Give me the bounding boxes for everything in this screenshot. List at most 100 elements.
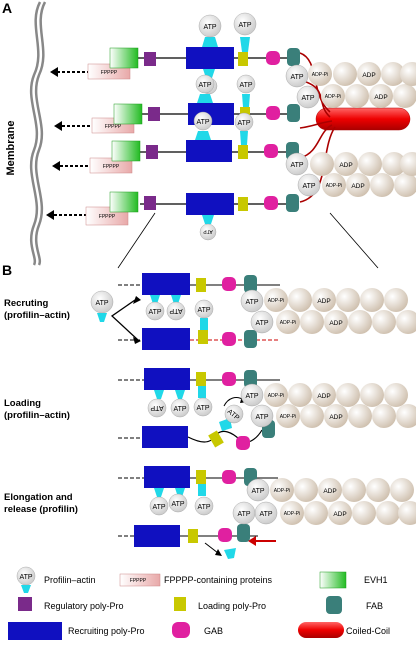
svg-text:ATP: ATP: [148, 309, 161, 316]
evh1-domain: [113, 103, 143, 125]
panel-a-row-1: FPPPP ATP ATP ATP: [50, 12, 300, 95]
svg-text:ADP-Pi: ADP-Pi: [325, 94, 341, 100]
step-elongation-sub: release (profilin): [4, 504, 78, 515]
loading-poly-pro: [238, 145, 248, 159]
svg-text:ADP: ADP: [362, 72, 375, 79]
membrane-line-inner: [34, 1, 47, 266]
legend-regulatory: Regulatory poly-Pro: [18, 597, 124, 611]
panel-a-row-3: FPPPP ATP ATP: [52, 111, 299, 174]
fab: [287, 48, 300, 66]
legend-evh1-text: EVH1: [364, 575, 388, 585]
panel-a-row-2: FPPPP ATP ATP: [54, 74, 300, 134]
legend-profilin-actin-text: Profilin–actin: [44, 575, 96, 585]
svg-text:ATP: ATP: [173, 406, 186, 413]
gab: [222, 470, 236, 484]
svg-text:ATP: ATP: [95, 300, 108, 307]
fpppp-box: [89, 157, 133, 174]
svg-text:ATP: ATP: [238, 22, 251, 29]
svg-text:FPPPP: FPPPP: [103, 164, 120, 170]
svg-text:ADP-Pi: ADP-Pi: [280, 320, 296, 326]
svg-text:ATP: ATP: [203, 24, 216, 31]
evh1-domain: [109, 47, 139, 69]
recruiting-poly-pro: [186, 140, 232, 162]
membrane-label: Membrane: [5, 120, 17, 175]
svg-text:ATP: ATP: [237, 120, 250, 127]
legend-coiled-coil: Coiled-Coil: [298, 622, 390, 638]
svg-text:FPPPP: FPPPP: [105, 124, 122, 130]
svg-text:ATP: ATP: [196, 119, 209, 126]
loading-poly-pro: [198, 330, 208, 344]
zoom-line-right: [329, 212, 379, 269]
svg-text:ADP-Pi: ADP-Pi: [268, 298, 284, 304]
legend-profilin-actin: ATP Profilin–actin: [16, 566, 96, 593]
loading-poly-pro: [188, 529, 198, 543]
svg-text:ATP: ATP: [290, 74, 303, 81]
loading-poly-pro: [238, 52, 248, 66]
svg-text:ATP: ATP: [197, 307, 210, 314]
legend-recruiting-text: Recruiting poly-Pro: [68, 626, 145, 636]
recruiting-poly-pro: [142, 273, 190, 295]
svg-text:ATP: ATP: [302, 183, 315, 190]
svg-text:ATP: ATP: [239, 82, 252, 89]
legend-gab: GAB: [172, 622, 223, 638]
loading-poly-pro: [238, 197, 248, 211]
svg-text:FPPPP: FPPPP: [130, 578, 147, 584]
legend-fab: FAB: [326, 596, 383, 614]
gab: [236, 436, 250, 450]
legend-gab-text: GAB: [204, 626, 223, 636]
legend-coiled-coil-text: Coiled-Coil: [346, 626, 390, 636]
gab: [266, 51, 280, 65]
recruiting-poly-pro: [144, 368, 190, 390]
svg-text:ATP: ATP: [196, 405, 209, 412]
regulatory-poly-pro: [144, 52, 156, 66]
membrane-line-outer: [29, 1, 42, 266]
step-loading-label: Loading: [4, 398, 41, 409]
svg-text:ADP: ADP: [317, 393, 330, 400]
svg-text:ATP: ATP: [169, 307, 182, 314]
svg-text:ATP: ATP: [259, 511, 272, 518]
gab: [266, 106, 280, 120]
svg-text:ATP: ATP: [171, 501, 184, 508]
gab: [264, 196, 278, 210]
fab: [244, 370, 257, 388]
actin-filament-a-top: ATP ATP ADP-Pi ADP-Pi ADP ADP: [285, 62, 416, 109]
loading-poly-pro: [208, 430, 224, 448]
legend-fpppp: FPPPP FPPPP-containing proteins: [119, 573, 273, 587]
svg-text:ADP: ADP: [333, 511, 346, 518]
loading-poly-pro: [196, 372, 206, 386]
step-elongation: ATP ATP ATP ATP ATP ATP ADP-Pi ADP-Pi AD…: [118, 466, 416, 559]
svg-text:ATP: ATP: [255, 414, 268, 421]
svg-text:ATP: ATP: [237, 511, 250, 518]
svg-text:ADP-Pi: ADP-Pi: [284, 511, 300, 517]
svg-text:ATP: ATP: [245, 393, 258, 400]
gab: [218, 528, 232, 542]
svg-text:ATP: ATP: [19, 574, 32, 581]
svg-text:ATP: ATP: [251, 488, 264, 495]
recruiting-poly-pro: [186, 193, 234, 215]
coiled-coil: [315, 107, 411, 131]
legend-loading-text: Loading poly-Pro: [198, 601, 266, 611]
regulatory-poly-pro: [148, 107, 160, 121]
svg-text:FPPPP: FPPPP: [101, 70, 118, 76]
svg-text:ADP: ADP: [329, 414, 342, 421]
fab: [287, 104, 300, 122]
step-recruiting: ATP ATP ATP ATP ATP ATP ADP-Pi ADP-Pi AD…: [90, 273, 416, 350]
panel-a-row-4: FPPPP ATP: [46, 191, 299, 241]
legend: ATP Profilin–actin FPPPP FPPPP-containin…: [8, 566, 390, 640]
regulatory-poly-pro: [144, 196, 156, 210]
gab: [264, 144, 278, 158]
svg-text:ADP: ADP: [323, 488, 336, 495]
legend-evh1: EVH1: [319, 571, 388, 589]
step-loading: ATP ATP ATP ATP ATP ATP ADP-Pi ADP-Pi AD…: [118, 368, 416, 450]
panel-b-label: B: [2, 262, 12, 278]
step-recruiting-label: Recruting: [4, 298, 49, 309]
recruiting-poly-pro: [144, 466, 190, 488]
legend-recruiting: Recruiting poly-Pro: [8, 622, 145, 640]
svg-text:ADP: ADP: [339, 162, 352, 169]
svg-text:ADP-Pi: ADP-Pi: [312, 72, 328, 78]
actin-filament-a-bottom: ATP ATP ADP-Pi ADP ADP: [285, 152, 416, 197]
svg-text:ADP-Pi: ADP-Pi: [274, 488, 290, 494]
fab: [237, 524, 250, 542]
fab: [286, 194, 299, 212]
fab: [244, 275, 257, 293]
